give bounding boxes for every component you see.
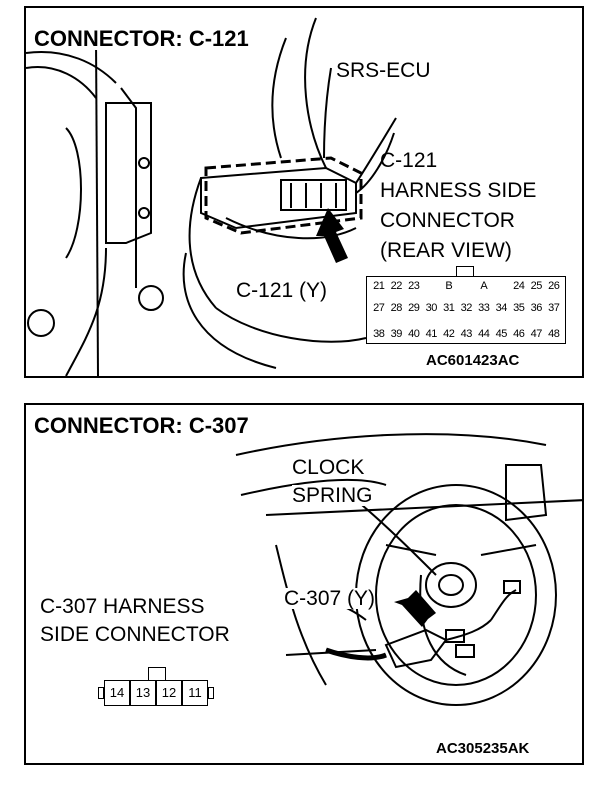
pin-44: 44 [478,328,490,340]
pin-40: 40 [408,328,420,340]
pin-39: 39 [390,328,403,340]
pin-45: 45 [495,328,508,340]
pin-b: B [445,280,453,292]
pin-14: 14 [104,680,130,706]
pin-41: 41 [425,328,438,340]
pin-43: 43 [460,328,473,340]
connector-latch [456,266,474,277]
c121-pin-layout: 21 22 23 B A 24 25 26 27 28 29 30 31 32 33 34 35 36 37 38… [366,266,566,346]
pin-21: 21 [373,280,385,292]
connector-tag: C-307 (Y) [284,587,376,610]
pin-12: 12 [156,680,182,706]
pin-23: 23 [408,280,420,292]
harness-label-line-1: C-121 [380,149,438,172]
pin-46: 46 [513,328,525,340]
pin-26: 26 [548,280,560,292]
srs-ecu-location-illustration [26,17,397,376]
srs-ecu-label: SRS-ECU [336,59,431,82]
pin-35: 35 [513,302,525,314]
connector-c307-panel: CONNECTOR: C-307 CLOCK SPRING C-307 (Y) … [24,403,584,765]
pin-36: 36 [530,302,543,314]
pin-37: 37 [548,302,560,314]
connector-c121-panel: CONNECTOR: C-121 SRS-ECU C-121 HARNESS S… [24,6,584,378]
pin-34: 34 [495,302,508,314]
pin-33: 33 [478,302,490,314]
pin-32: 32 [460,302,473,314]
panel-header: CONNECTOR: C-121 [32,26,251,51]
connector-latch [148,667,166,681]
pin-47: 47 [530,328,543,340]
pin-31: 31 [443,302,455,314]
connector-side-tab [208,687,214,699]
clock-spring-label-line-2: SPRING [292,484,373,507]
c307-pin-layout: 14 13 12 11 [98,667,218,717]
pin-13: 13 [130,680,156,706]
pin-27: 27 [373,302,385,314]
connector-housing [366,276,566,344]
figure-code: AC601423AC [426,352,520,369]
harness-label-line-2: HARNESS SIDE [380,179,537,202]
clock-spring-label-line-1: CLOCK [292,456,365,479]
pin-42: 42 [443,328,455,340]
connector-tag: C-121 (Y) [236,279,328,302]
pin-11: 11 [182,680,208,706]
pin-24: 24 [513,280,525,292]
harness-label-line-2: SIDE CONNECTOR [40,623,230,646]
pin-22: 22 [390,280,403,292]
pin-30: 30 [425,302,438,314]
harness-label-line-3: CONNECTOR [380,209,515,232]
pin-29: 29 [408,302,420,314]
pin-a: A [480,280,488,292]
harness-label-line-4: (REAR VIEW) [380,239,512,262]
connector-side-tab [98,687,104,699]
figure-code: AC305235AK [436,740,530,757]
panel-header: CONNECTOR: C-307 [32,413,251,438]
pin-38: 38 [373,328,385,340]
pin-25: 25 [530,280,543,292]
pin-48: 48 [548,328,560,340]
pin-28: 28 [390,302,403,314]
harness-label-line-1: C-307 HARNESS [40,595,205,618]
